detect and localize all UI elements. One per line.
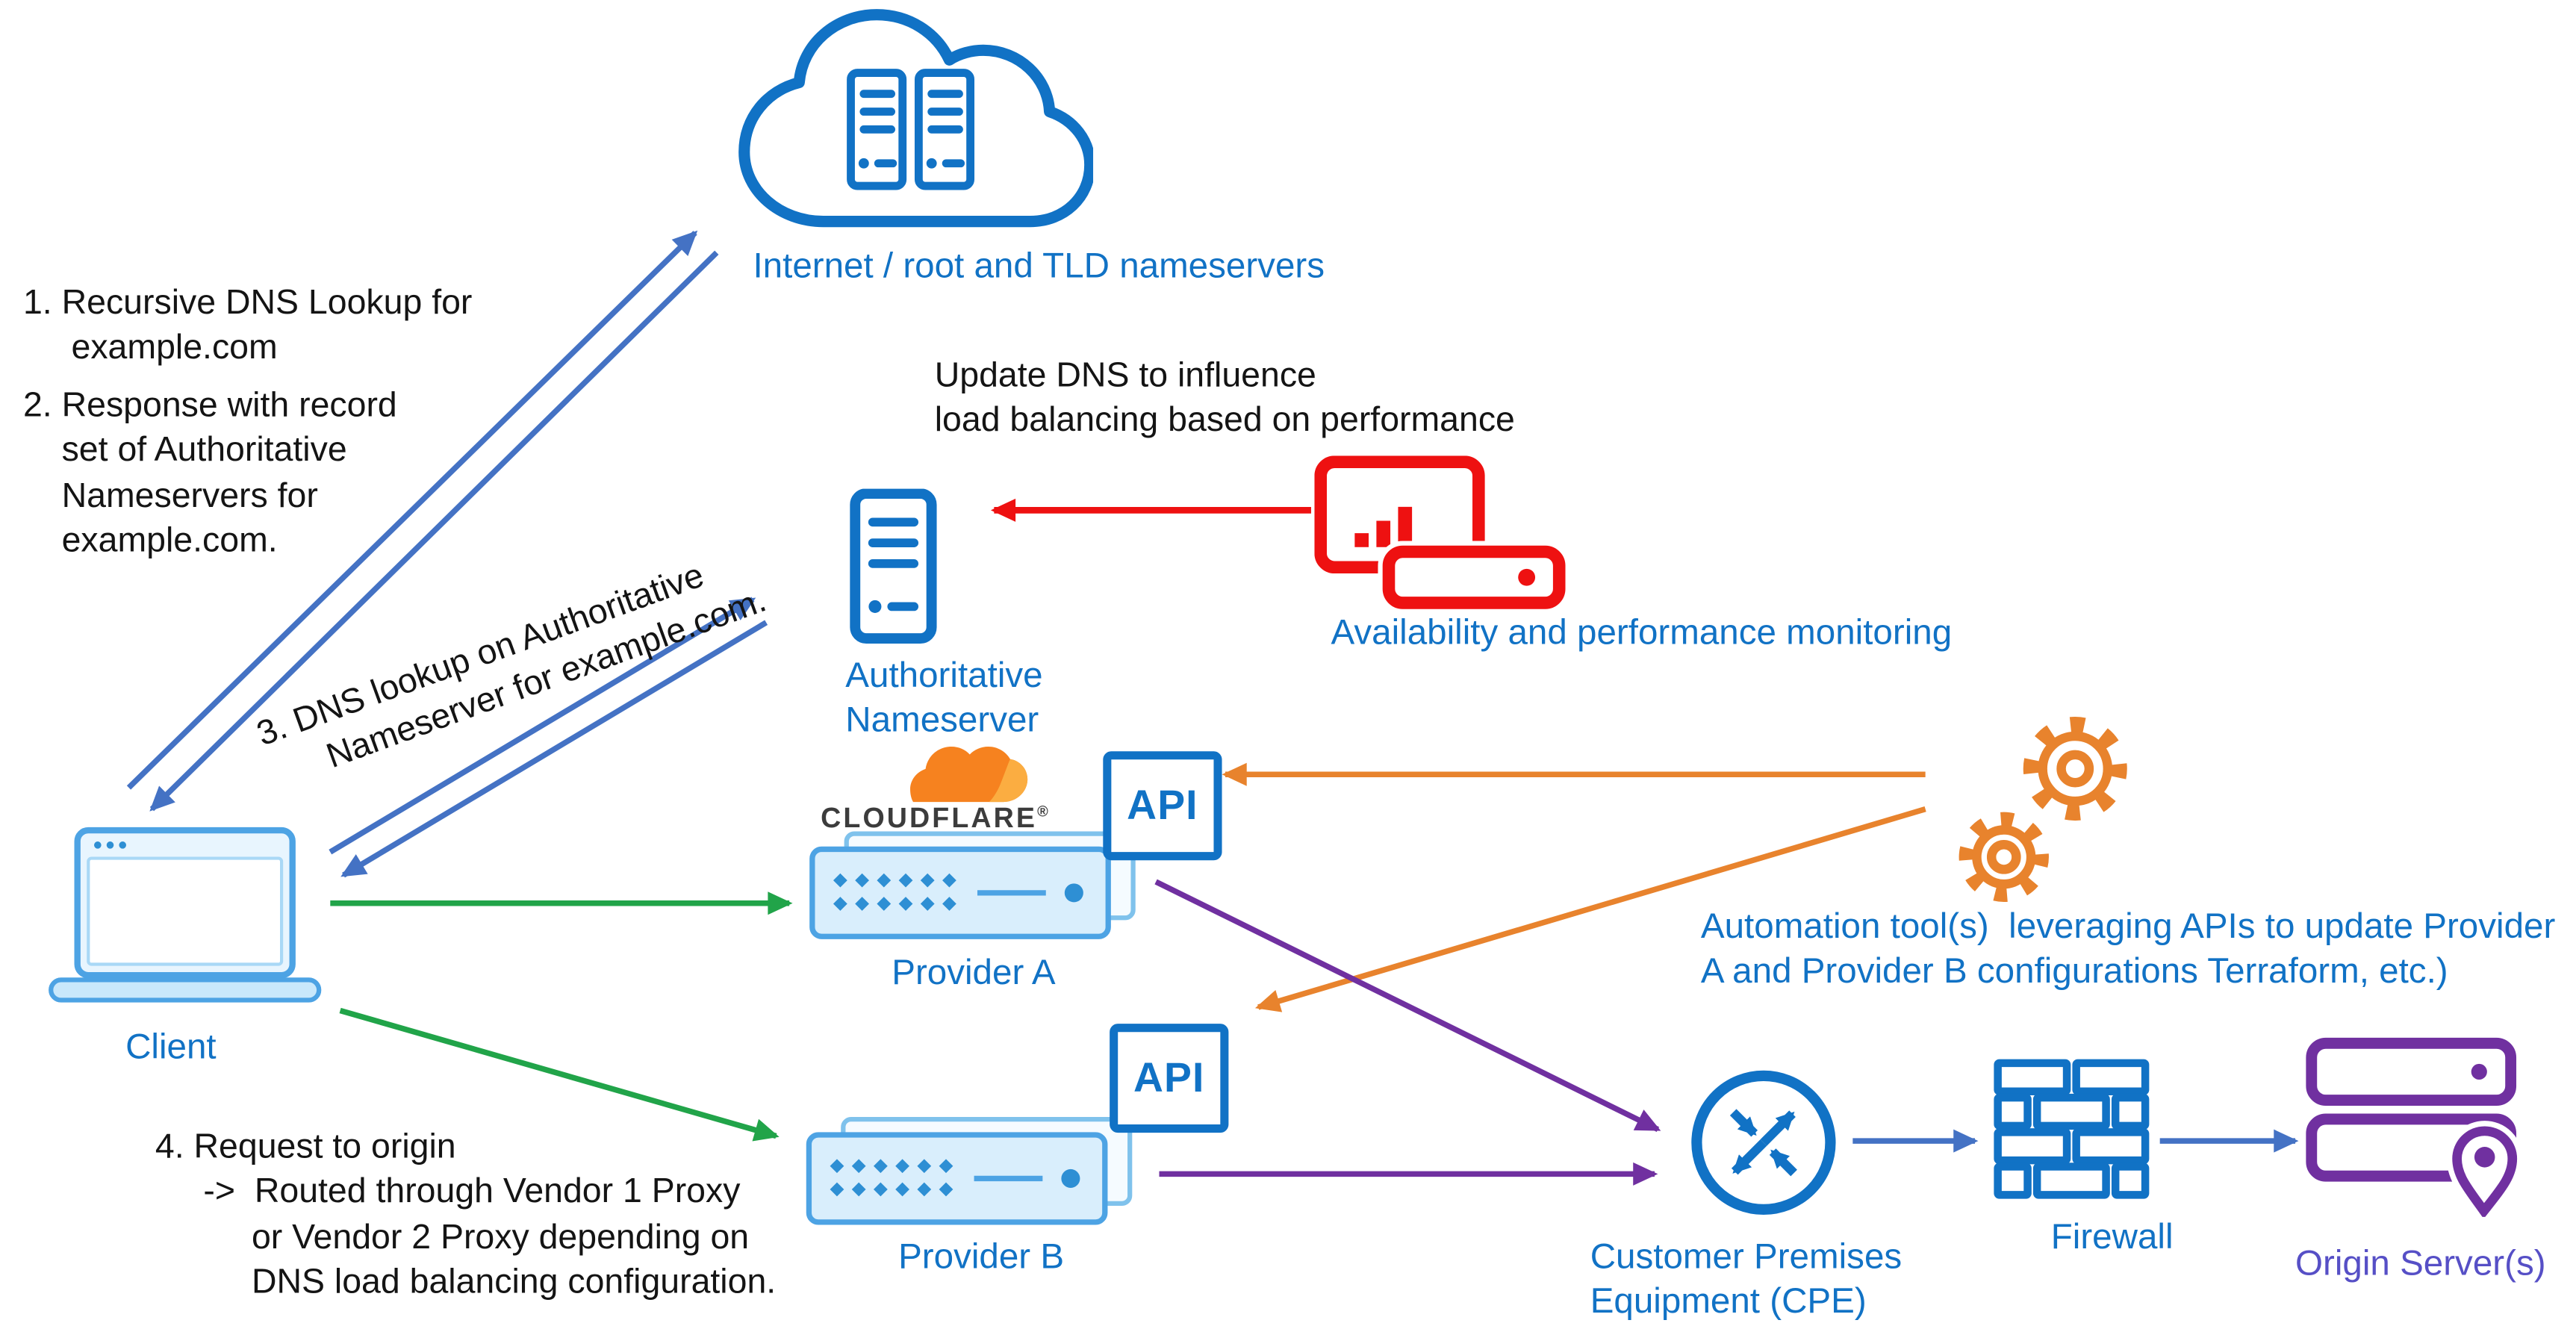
authoritative-nameserver-label: Authoritative Nameserver: [845, 655, 1043, 741]
provider-b-label: Provider B: [898, 1236, 1065, 1277]
cloud-with-servers-icon: [738, 9, 1094, 228]
provider-b-api-badge: API: [1110, 1024, 1229, 1133]
note-step1: 1. Recursive DNS Lookup for example.com: [22, 284, 473, 367]
arrow-client-to-internet: [126, 230, 698, 790]
cloudflare-wordmark: CLOUDFLARE®: [821, 803, 1051, 835]
internet-label: Internet / root and TLD nameservers: [753, 246, 1325, 286]
arrow-internet-to-client: [149, 250, 719, 812]
server-tower-icon: [850, 488, 937, 644]
arrow-client-to-authoritative: [329, 597, 756, 855]
note-update-dns: Update DNS to influence load balancing b…: [934, 356, 1515, 440]
automation-label: Automation tool(s) leveraging APIs to up…: [1700, 906, 2556, 992]
firewall-label: Firewall: [2050, 1216, 2174, 1257]
arrow-client-to-provider-b: [339, 1007, 780, 1142]
provider-a-api-badge: API: [1103, 751, 1222, 861]
monitor-and-server-icon: [1314, 455, 1566, 611]
cpe-router-icon: [1691, 1070, 1836, 1216]
location-pin-icon: [2446, 1121, 2523, 1218]
cpe-label: Customer Premises Equipment (CPE): [1590, 1236, 1903, 1322]
provider-b-appliance-icon: [806, 1117, 1133, 1225]
origin-servers-icon: [2306, 1037, 2523, 1218]
laptop-icon: [49, 827, 322, 1003]
registered-mark: ®: [1037, 803, 1051, 820]
cloudflare-wordmark-text: CLOUDFLARE: [821, 802, 1038, 834]
arrow-authoritative-to-client: [340, 620, 768, 878]
monitoring-label: Availability and performance monitoring: [1331, 612, 1953, 653]
origin-label: Origin Server(s): [2295, 1243, 2546, 1283]
note-step2: 2. Response with record set of Authorita…: [22, 386, 397, 560]
automation-gears-icon: [1959, 717, 2127, 903]
note-step4: 4. Request to origin -> Routed through V…: [155, 1127, 777, 1301]
client-label: Client: [125, 1027, 217, 1067]
provider-a-label: Provider A: [892, 953, 1056, 993]
arrow-automation-to-provider-b-api: [1254, 806, 1926, 1012]
cloudflare-cloud-logo: [910, 747, 1028, 803]
arrow-provider-a-to-cpe: [1154, 879, 1661, 1133]
provider-a-appliance-icon: [809, 831, 1136, 939]
firewall-icon: [1994, 1059, 2150, 1199]
